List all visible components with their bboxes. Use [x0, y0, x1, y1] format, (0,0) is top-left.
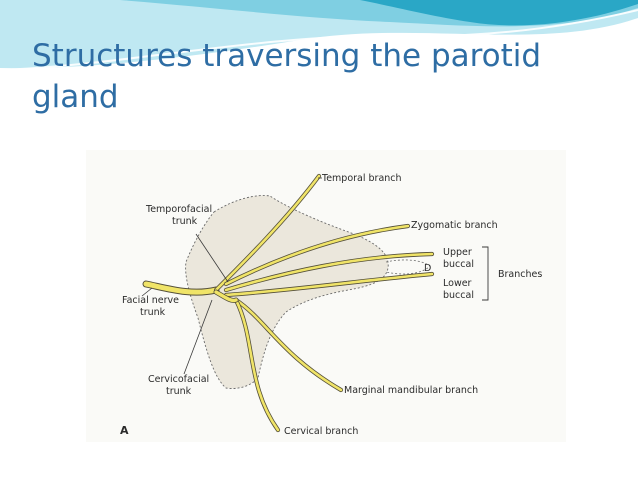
label-temporofacial-line1: Temporofacial [145, 204, 212, 215]
header-wave-dark [360, 0, 638, 26]
leader-temporofacial [195, 233, 229, 283]
buccal-loop-dashed [385, 259, 431, 275]
label-cervical-branch: Cervical branch [284, 426, 358, 437]
header-wave-decoration [0, 0, 638, 71]
leader-facial-trunk [141, 287, 153, 297]
branches-bracket [482, 246, 489, 301]
marginal-mandibular-branch-fill [234, 298, 343, 392]
label-cervicofacial-line2: trunk [166, 386, 192, 397]
label-facial-nerve-trunk-line1: Facial nerve [122, 295, 179, 306]
label-cervicofacial-line1: Cervicofacial [148, 374, 209, 385]
slide-title-line2: gland [32, 79, 119, 115]
slide-title-line1: Structures traversing the parotid [32, 38, 542, 74]
facial-nerve-diagram: Temporal branch Zygomatic branch Upper b… [86, 150, 566, 442]
label-lower-buccal-line2: buccal [443, 290, 474, 301]
zygomatic-branch-fill [224, 224, 410, 286]
cervical-branch-fill [234, 298, 280, 432]
lower-buccal-branch-fill [224, 272, 434, 297]
slide-title: Structures traversing the parotid gland [32, 36, 592, 118]
parotid-gland-outline [185, 195, 389, 389]
cervicofacial-trunk-nerve-fill [214, 290, 238, 303]
label-temporofacial-line2: trunk [172, 216, 198, 227]
label-zygomatic-branch: Zygomatic branch [411, 220, 498, 231]
upper-buccal-branch-fill [224, 252, 434, 292]
label-marginal-mandibular-branch: Marginal mandibular branch [344, 385, 478, 396]
temporal-branch-fill [214, 174, 321, 292]
label-upper-buccal-line2: buccal [443, 259, 474, 270]
label-lower-buccal-line1: Lower [443, 278, 472, 289]
nerve-trunk-main-fill [143, 281, 219, 295]
panel-letter: A [120, 424, 129, 437]
label-facial-nerve-trunk-line2: trunk [140, 307, 166, 318]
nerve-branches [142, 173, 435, 433]
label-small-mark: D [424, 263, 431, 274]
figure-background [86, 150, 566, 442]
label-temporal-branch: Temporal branch [321, 173, 402, 184]
header-wave-line [0, 9, 638, 71]
leader-lines [141, 177, 322, 375]
leader-cervicofacial [183, 299, 213, 375]
label-upper-buccal-line1: Upper [443, 247, 472, 258]
label-branches: Branches [498, 269, 542, 280]
